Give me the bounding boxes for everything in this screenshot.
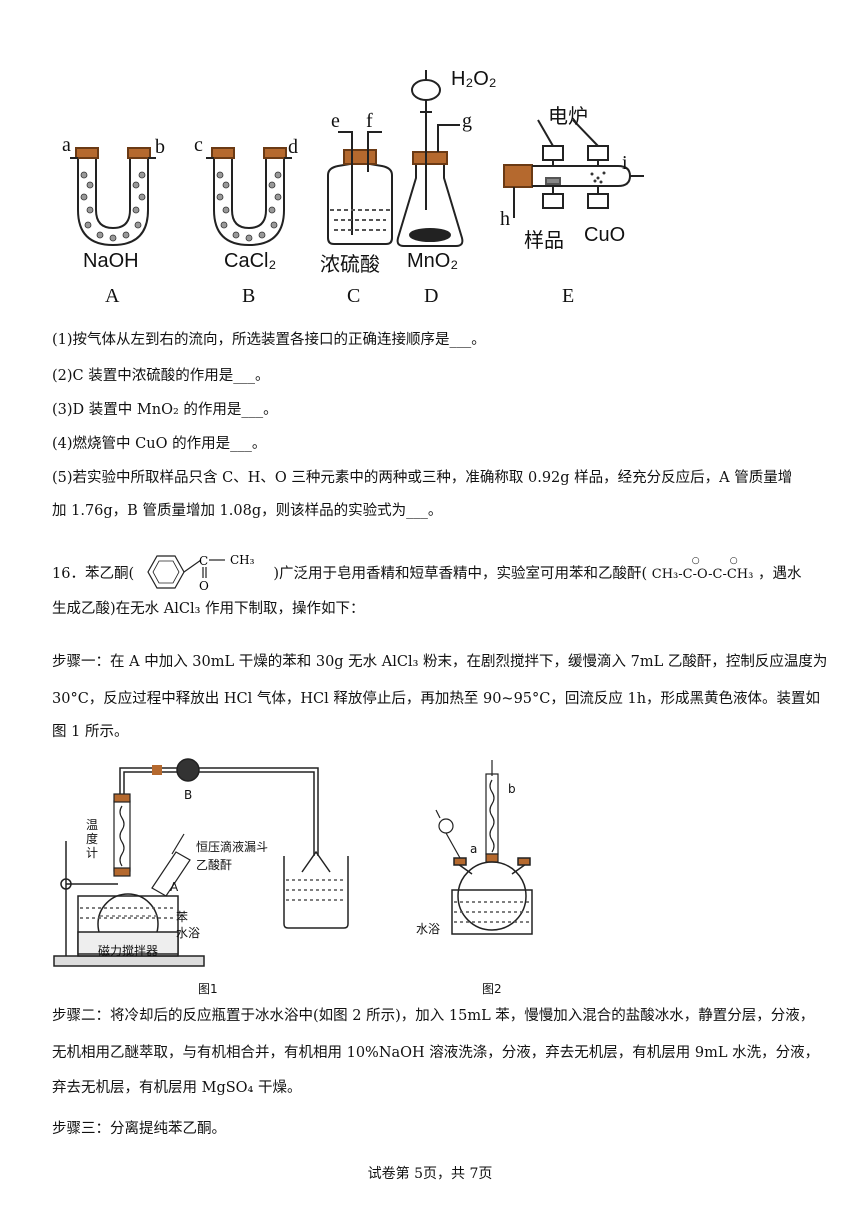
fig2-flask: [453, 857, 531, 931]
tube-stopper: [152, 765, 162, 775]
gas-tube: [119, 758, 319, 856]
apparatus-letter-d: D: [424, 285, 439, 307]
fig2-funnel: [435, 809, 461, 859]
apparatus-letter-e: E: [562, 285, 575, 307]
question-3: (3)D 装置中 MnO₂ 的作用是___。: [52, 402, 278, 418]
label-thermometer-2: 度: [86, 832, 99, 846]
apparatus-drawing: [70, 70, 644, 247]
page-footer: 试卷第 5页，共 7页: [367, 1166, 493, 1182]
port-f: f: [366, 110, 373, 132]
fig2-condenser: [485, 760, 499, 863]
water-bath-1: [77, 895, 179, 957]
struct-oxygen: O: [199, 579, 209, 593]
question-4: (4)燃烧管中 CuO 的作用是___。: [52, 436, 267, 452]
step1-line3: 图 1 所示。: [52, 724, 129, 740]
u-tube-a: [70, 147, 156, 247]
label-electric-furnace: 电炉: [548, 104, 588, 128]
port-a: a: [62, 134, 71, 156]
acetic-anhydride-formula: ○ ○ CH₃-C-O-C-CH₃: [651, 556, 754, 585]
port-i: i: [622, 152, 628, 174]
flask-d: [396, 70, 464, 247]
struct-ch3: CH₃: [230, 553, 255, 567]
combustion-tube-e: [503, 119, 644, 218]
q16-suffix: ，遇水: [757, 566, 802, 582]
fig2-caption: 图2: [482, 982, 502, 996]
label-water-bath-1: 水浴: [176, 926, 201, 940]
label-a-flask: A: [170, 880, 179, 894]
dropping-funnel: [151, 833, 191, 897]
step2-line1: 步骤二：将冷却后的反应瓶置于冰水浴中(如图 2 所示)，加入 15mL 苯，慢慢…: [52, 1008, 815, 1024]
label-water-bath-2: 水浴: [416, 922, 441, 936]
label-dropping-funnel: 恒压滴液漏斗: [196, 840, 269, 854]
question-5-line2: 加 1.76g，B 管质量增加 1.08g，则该样品的实验式为___。: [52, 503, 443, 519]
condenser: [113, 793, 131, 877]
label-h2o2: H₂O₂: [451, 68, 497, 90]
q16-prefix: 16．苯乙酮(: [52, 566, 135, 582]
apparatus-letter-a: A: [105, 285, 120, 307]
beaker: [283, 850, 349, 929]
label-cuo: CuO: [584, 224, 626, 246]
port-g: g: [462, 110, 472, 132]
label-port-b: b: [508, 782, 516, 796]
acetophenone-structure: C CH₃ O: [147, 553, 255, 593]
question-5-line1: (5)若实验中所取样品只含 C、H、O 三种元素中的两种或三种，准确称取 0.9…: [52, 470, 793, 486]
label-port-a: a: [470, 842, 478, 856]
wash-bottle-c: [327, 131, 393, 245]
label-magnetic-stirrer: 磁力搅拌器: [98, 944, 159, 958]
label-sample: 样品: [524, 228, 564, 252]
port-b: b: [155, 136, 165, 158]
question-1: (1)按气体从左到右的流向，所选装置各接口的正确连接顺序是___。: [52, 332, 486, 348]
reaction-setup-figure: 温 度 计 B 恒压滴液漏斗 乙酸酐 A 苯 水浴 磁力搅拌器 图1 b a 水…: [48, 756, 768, 996]
label-acetic-anhydride: 乙酸酐: [196, 858, 233, 872]
struct-carbon: C: [199, 554, 208, 568]
anhydride-o-2: ○: [729, 556, 738, 566]
apparatus-letter-b: B: [242, 285, 256, 307]
port-c: c: [194, 134, 203, 156]
apparatus-letter-c: C: [347, 285, 361, 307]
apparatus-figure: a b c d e f g h i NaOH CaCl₂ 浓硫酸 MnO₂ H₂…: [48, 60, 668, 310]
step1-line2: 30°C，反应过程中释放出 HCl 气体，HCl 释放停止后，再加热至 90~9…: [52, 691, 821, 707]
label-benzene: 苯: [176, 910, 189, 924]
label-naoh: NaOH: [83, 250, 139, 272]
label-cacl2: CaCl₂: [224, 250, 277, 272]
step1-line1: 步骤一：在 A 中加入 30mL 干燥的苯和 30g 无水 AlCl₃ 粉末，在…: [52, 654, 828, 670]
label-thermometer-3: 计: [86, 846, 99, 860]
anhydride-text: CH₃-C-O-C-CH₃: [651, 567, 754, 582]
water-bath-2: [451, 889, 533, 935]
question-2: (2)C 装置中浓硫酸的作用是___。: [52, 368, 270, 384]
q16-middle: )广泛用于皂用香精和短草香精中，实验室可用苯和乙酸酐(: [273, 566, 648, 582]
anhydride-o-1: ○: [691, 556, 700, 566]
label-mno2: MnO₂: [407, 250, 459, 272]
fig1-caption: 图1: [198, 982, 218, 996]
port-h: h: [500, 208, 510, 230]
label-thermometer-1: 温: [86, 818, 99, 832]
question-16-line1: 16．苯乙酮( C CH₃ O )广泛用于皂用香精和短草香精中，实验室可用苯和乙…: [52, 550, 801, 594]
port-e: e: [331, 110, 340, 132]
label-conc-h2so4: 浓硫酸: [320, 252, 380, 276]
step2-line3: 弃去无机层，有机层用 MgSO₄ 干燥。: [52, 1080, 302, 1096]
question-16-line2: 生成乙酸)在无水 AlCl₃ 作用下制取，操作如下：: [52, 601, 365, 617]
reaction-setup-drawing: [53, 758, 533, 967]
label-b: B: [184, 788, 193, 802]
step2-line2: 无机相用乙醚萃取，与有机相合并，有机相用 10%NaOH 溶液洗涤，分液，弃去无…: [52, 1045, 820, 1061]
port-d: d: [288, 136, 298, 158]
step3: 步骤三：分离提纯苯乙酮。: [52, 1121, 226, 1137]
u-tube-b: [206, 147, 292, 247]
